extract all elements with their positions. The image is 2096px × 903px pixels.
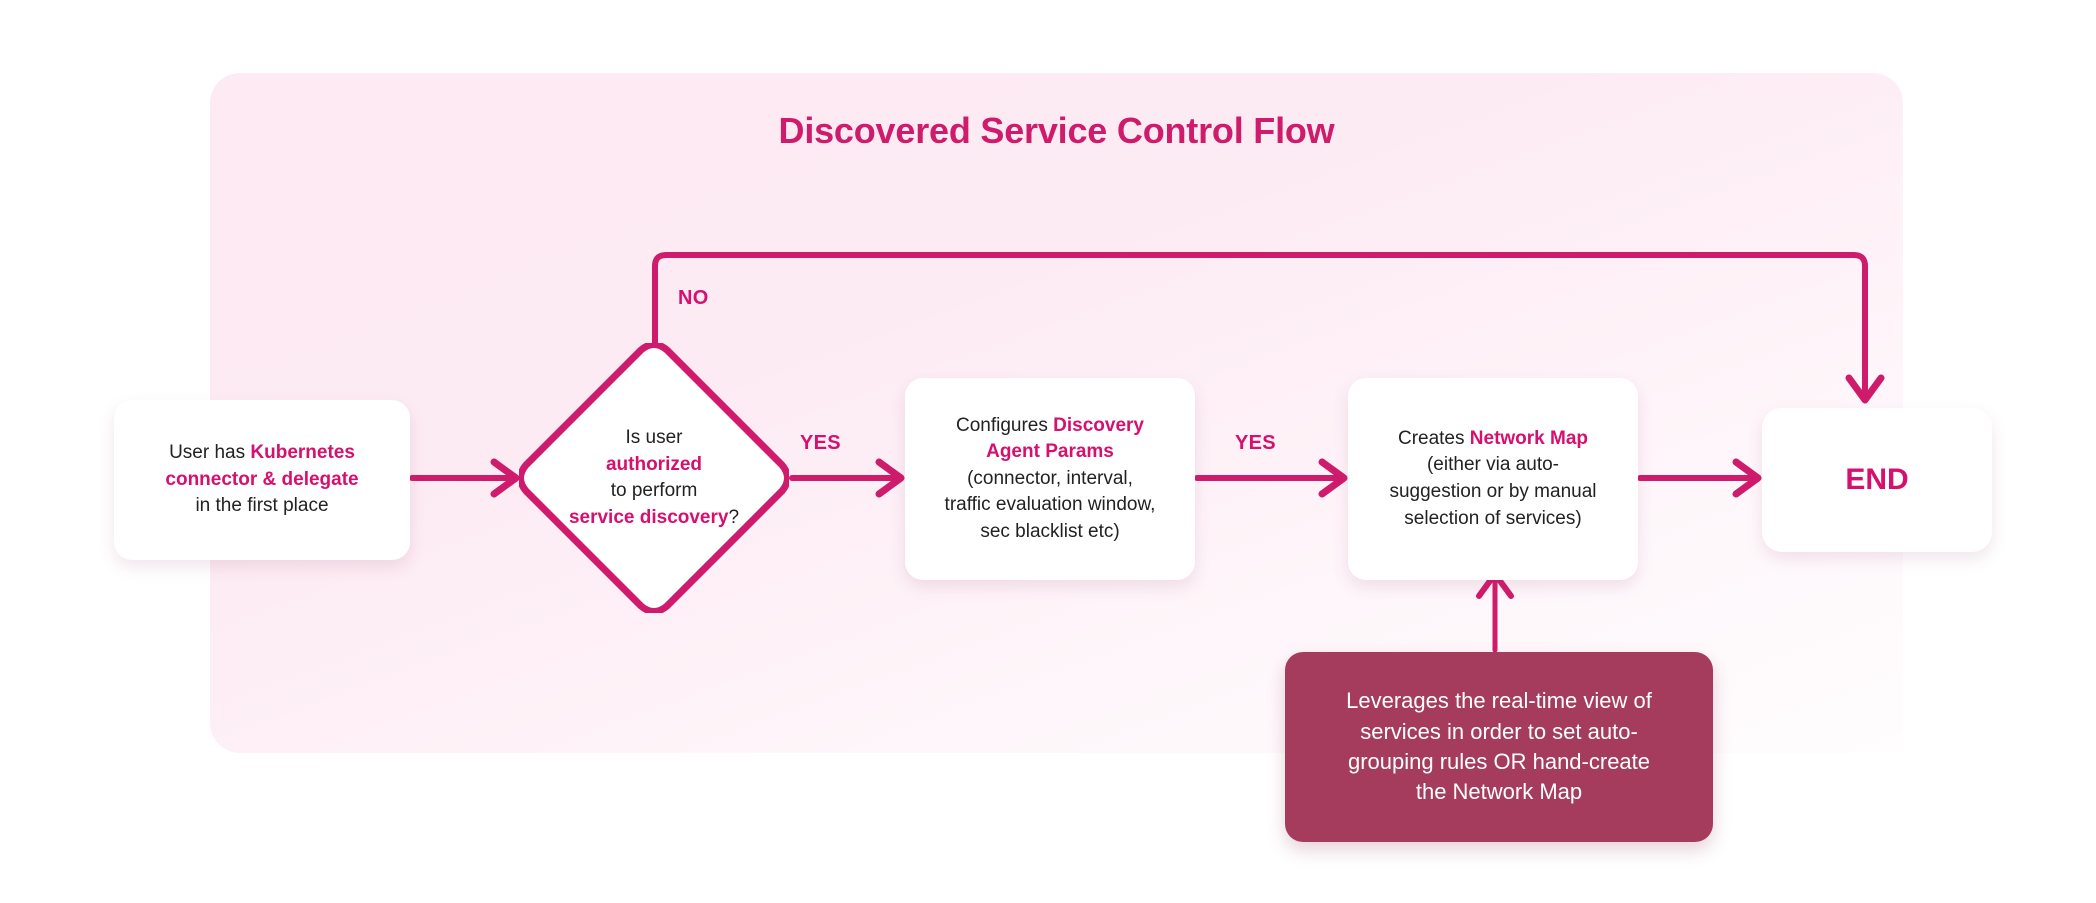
edge-label-yes-2: YES <box>1235 432 1276 454</box>
edge-label-yes-1: YES <box>800 432 841 454</box>
node-end-label: END <box>1845 463 1909 496</box>
diamond-shape <box>519 343 789 613</box>
node-end[interactable]: END <box>1762 408 1992 552</box>
page-title: Discovered Service Control Flow <box>778 110 1335 151</box>
node-creates-network-map[interactable]: Creates Network Map(either via auto-sugg… <box>1348 378 1638 580</box>
edge-label-no: NO <box>678 287 709 309</box>
node-netmap-text: Creates Network Map(either via auto-sugg… <box>1389 427 1597 529</box>
